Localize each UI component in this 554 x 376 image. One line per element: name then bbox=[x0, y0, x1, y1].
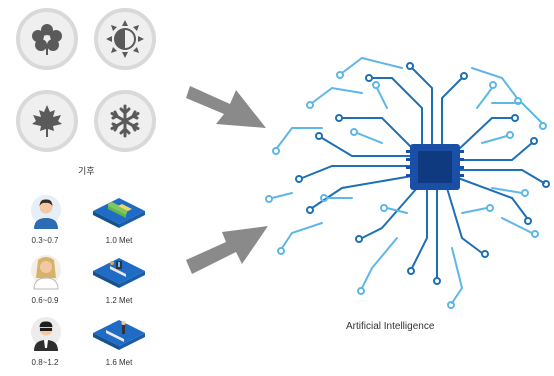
sun-icon bbox=[106, 20, 144, 58]
met-value-1: 1.0 Met bbox=[105, 236, 133, 245]
person-row-1 bbox=[30, 194, 62, 235]
desk-work-icon bbox=[93, 258, 145, 288]
clo-value-1: 0.3~0.7 bbox=[31, 236, 59, 245]
arrow-people-to-ai-icon bbox=[186, 226, 268, 274]
snowflake-icon bbox=[110, 104, 140, 138]
lounge-icon bbox=[93, 198, 145, 228]
arrow-climate-to-ai-icon bbox=[186, 86, 266, 128]
clo-value-2: 0.6~0.9 bbox=[31, 296, 59, 305]
autumn-circle bbox=[16, 90, 78, 152]
summer-circle bbox=[94, 8, 156, 70]
met-value-3: 1.6 Met bbox=[105, 358, 133, 367]
standing-work-icon bbox=[93, 320, 145, 350]
ai-label: Artificial Intelligence bbox=[346, 321, 435, 332]
activity-row-2 bbox=[92, 256, 146, 295]
met-value-2: 1.2 Met bbox=[105, 296, 133, 305]
spring-circle bbox=[16, 8, 78, 70]
female-person-icon bbox=[31, 255, 61, 290]
person-row-2 bbox=[30, 254, 62, 295]
clo-value-3: 0.8~1.2 bbox=[31, 358, 59, 367]
maple-leaf-icon bbox=[32, 105, 62, 137]
activity-row-1 bbox=[92, 196, 146, 235]
brain-circuit-icon bbox=[265, 56, 550, 309]
climate-label: 기후 bbox=[78, 166, 95, 176]
person-row-3 bbox=[30, 316, 62, 357]
male-person-icon bbox=[31, 195, 61, 229]
flower-icon bbox=[32, 24, 62, 55]
businessman-icon bbox=[31, 317, 61, 351]
activity-row-3 bbox=[92, 318, 146, 357]
winter-circle bbox=[94, 90, 156, 152]
